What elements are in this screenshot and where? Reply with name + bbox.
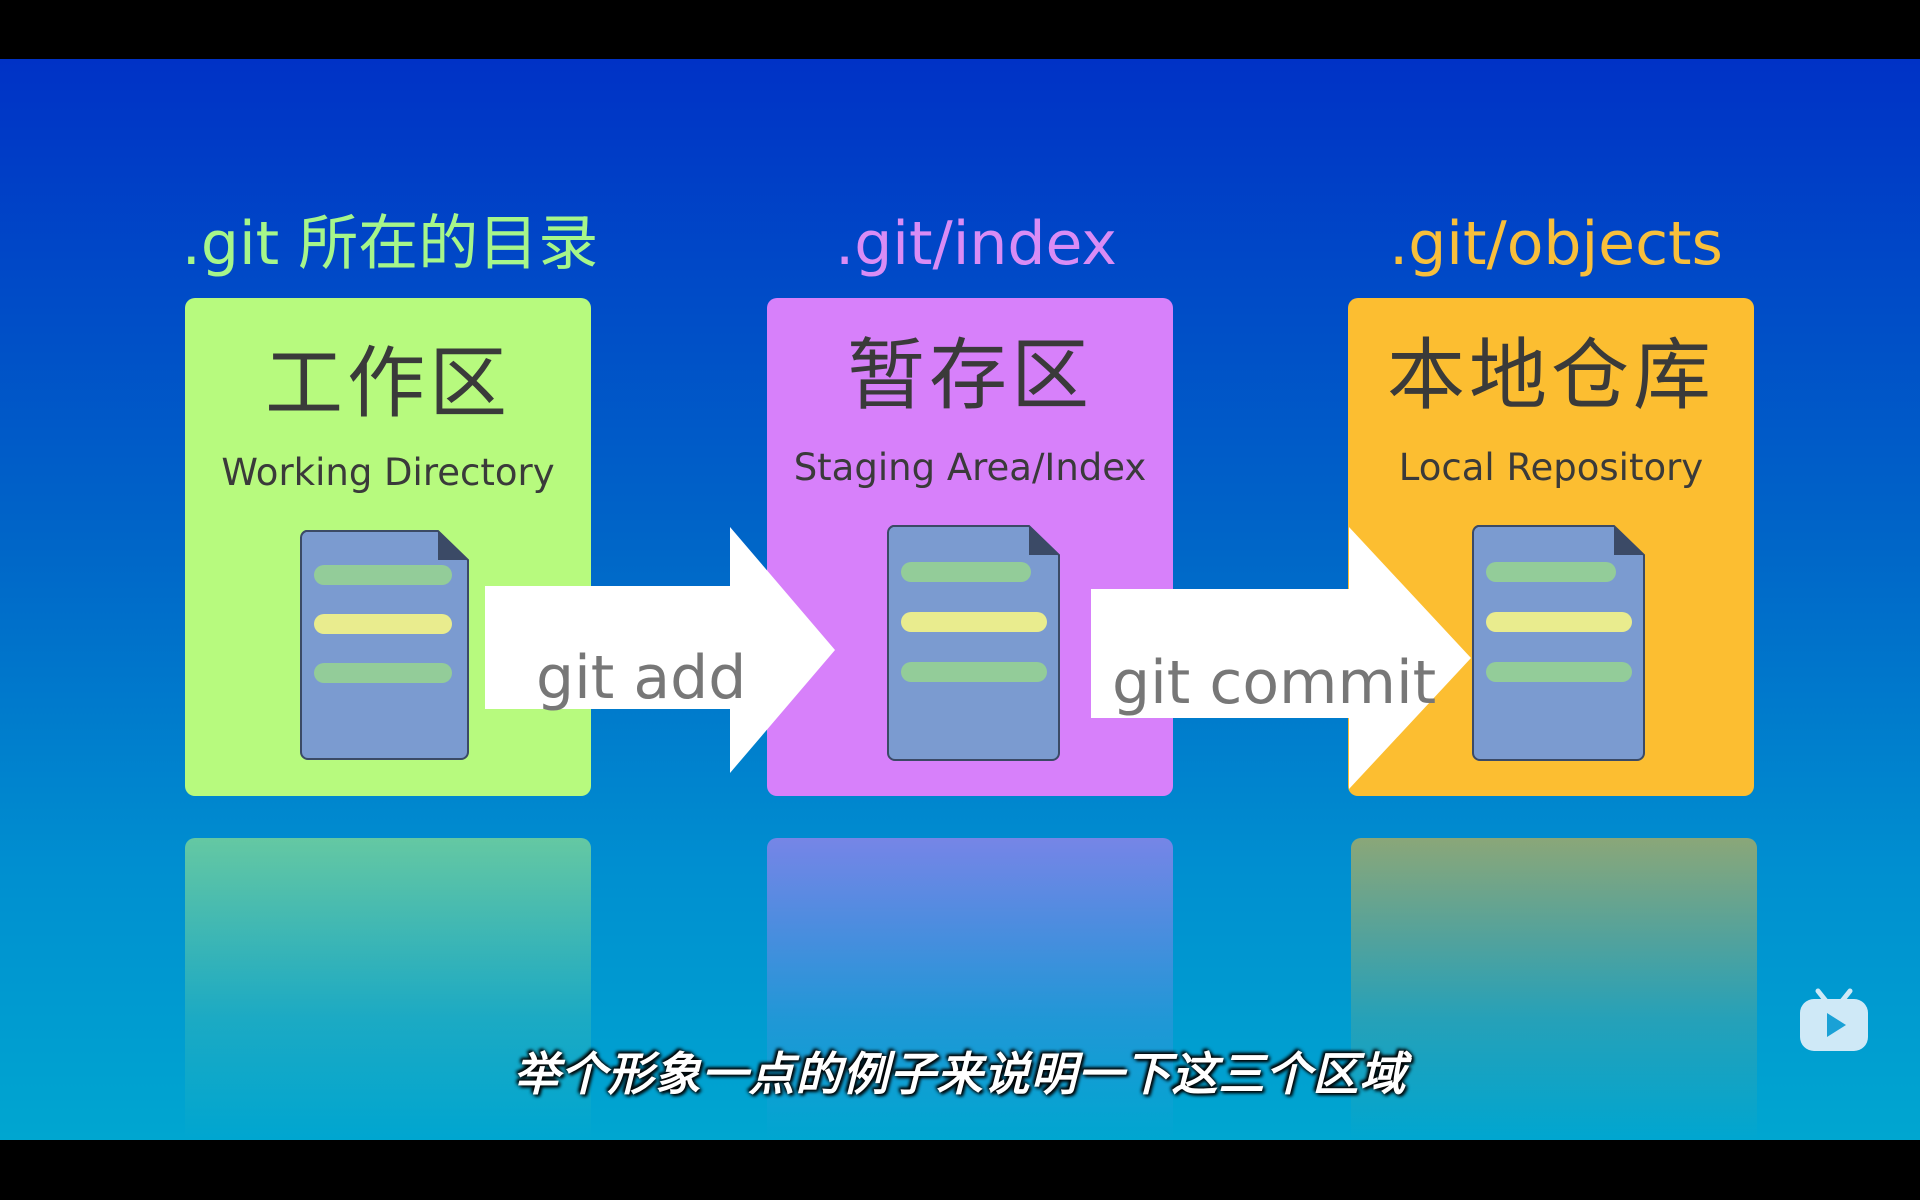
bilibili-tv-icon[interactable]: [1798, 983, 1870, 1061]
git-commit-arrow: [1091, 527, 1471, 789]
working-directory-path-label: .git 所在的目录: [181, 209, 599, 279]
working-directory-title: 工作区: [264, 339, 511, 429]
document-icon: [300, 530, 470, 760]
git-add-arrow: [485, 527, 835, 773]
letterbox-bottom: [0, 1140, 1920, 1200]
document-icon: [887, 525, 1061, 761]
document-icon: [1472, 525, 1646, 761]
working-directory-reflection: [185, 838, 591, 1140]
index-path-label: .git/index: [835, 209, 1117, 279]
git-add-label: git add: [536, 643, 747, 713]
staging-area-card: 暂存区 Staging Area/Index: [767, 298, 1173, 796]
local-repository-title: 本地仓库: [1386, 331, 1715, 421]
video-subtitle-caption: 举个形象一点的例子来说明一下这三个区域: [513, 1047, 1407, 1101]
video-frame[interactable]: .git 所在的目录 .git/index .git/objects 工作区 W…: [0, 59, 1920, 1140]
objects-path-label: .git/objects: [1389, 209, 1723, 279]
staging-area-reflection: [767, 838, 1173, 1140]
working-directory-subtitle: Working Directory: [221, 451, 555, 494]
staging-area-title: 暂存区: [846, 331, 1093, 421]
git-commit-label: git commit: [1112, 648, 1437, 718]
staging-area-subtitle: Staging Area/Index: [793, 446, 1147, 489]
local-repository-subtitle: Local Repository: [1398, 446, 1704, 489]
working-directory-card: 工作区 Working Directory: [185, 298, 591, 796]
local-repository-reflection: [1351, 838, 1757, 1140]
letterbox-top: [0, 0, 1920, 59]
